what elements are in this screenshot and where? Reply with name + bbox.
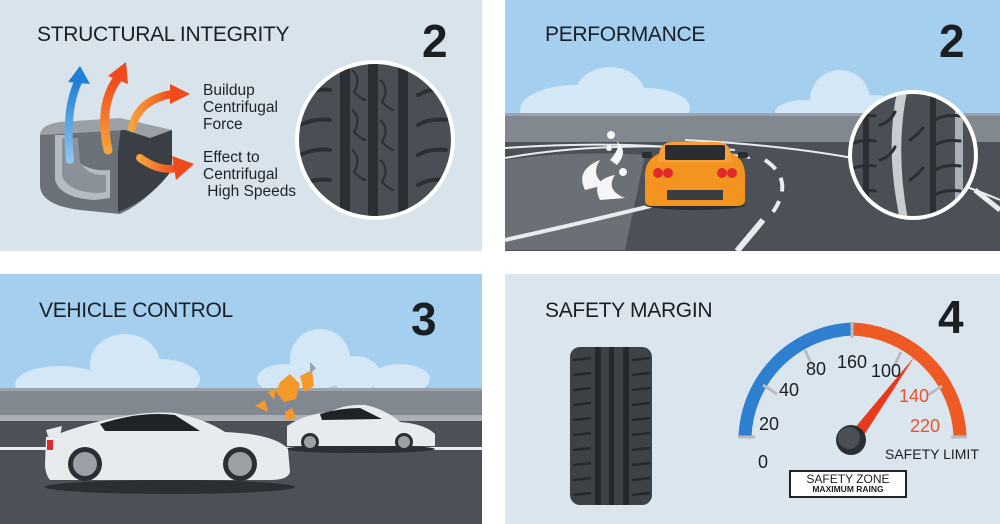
panel-title: PERFORMANCE [545,23,706,46]
safety-limit-label: SAFETY LIMIT [885,446,979,462]
gauge-tick-0: 0 [758,452,769,472]
performance-illustration [505,67,1000,251]
tread-magnifier-icon [848,90,978,220]
gauge-tick-40: 40 [779,380,800,400]
effect-high-speeds-label: Effect to Centrifugal High Speeds [203,149,297,200]
panel-number: 3 [411,293,437,345]
white-sports-car-icon [285,404,435,453]
speedometer-gauge-icon [738,322,967,455]
orange-sports-car-rear-icon [642,142,748,210]
gauge-tick-20: 20 [759,414,780,434]
gauge-tick-140: 140 [899,386,930,406]
safety-zone-subtitle: MAXIMUM RAING [812,484,884,494]
heat-arrow-orange-icon [100,62,194,180]
gauge-tick-160: 160 [837,352,868,372]
gauge-tick-80: 80 [806,359,827,379]
panel-structural-integrity: STRUCTURAL INTEGRITY 2 Buildup Centrifug… [0,0,482,251]
tire-tread-icon [570,347,652,505]
panel-number: 2 [939,15,965,67]
safety-zone-badge: SAFETY ZONE MAXIMUM RAING [789,470,907,498]
panel-performance: PERFORMANCE 2 [505,0,1000,251]
panel-number: 4 [938,291,964,343]
panel-safety-margin: SAFETY MARGIN 4 0 20 40 80 160 100 140 2… [505,274,1000,524]
tire-smoke-icon [582,131,627,200]
panel-vehicle-control: VEHICLE CONTROL 3 [0,274,482,524]
panel-number: 2 [422,15,448,67]
buildup-centrifugal-label: Buildup Centrifugal Force [203,82,278,133]
panel-title: STRUCTURAL INTEGRITY [37,23,290,46]
debris-explosion-icon [255,362,316,420]
panel-title: VEHICLE CONTROL [39,299,233,322]
safety-margin-illustration [570,322,967,505]
panel-title: SAFETY MARGIN [545,299,713,322]
safety-zone-title: SAFETY ZONE [806,472,890,486]
heat-arrow-blue-icon [64,66,90,164]
gauge-tick-220: 220 [910,416,941,436]
structural-illustration [40,60,455,220]
vehicle-control-illustration [0,329,482,524]
tread-magnifier-icon [295,60,455,220]
gauge-tick-100: 100 [871,361,902,381]
white-sports-car-icon [45,412,295,494]
